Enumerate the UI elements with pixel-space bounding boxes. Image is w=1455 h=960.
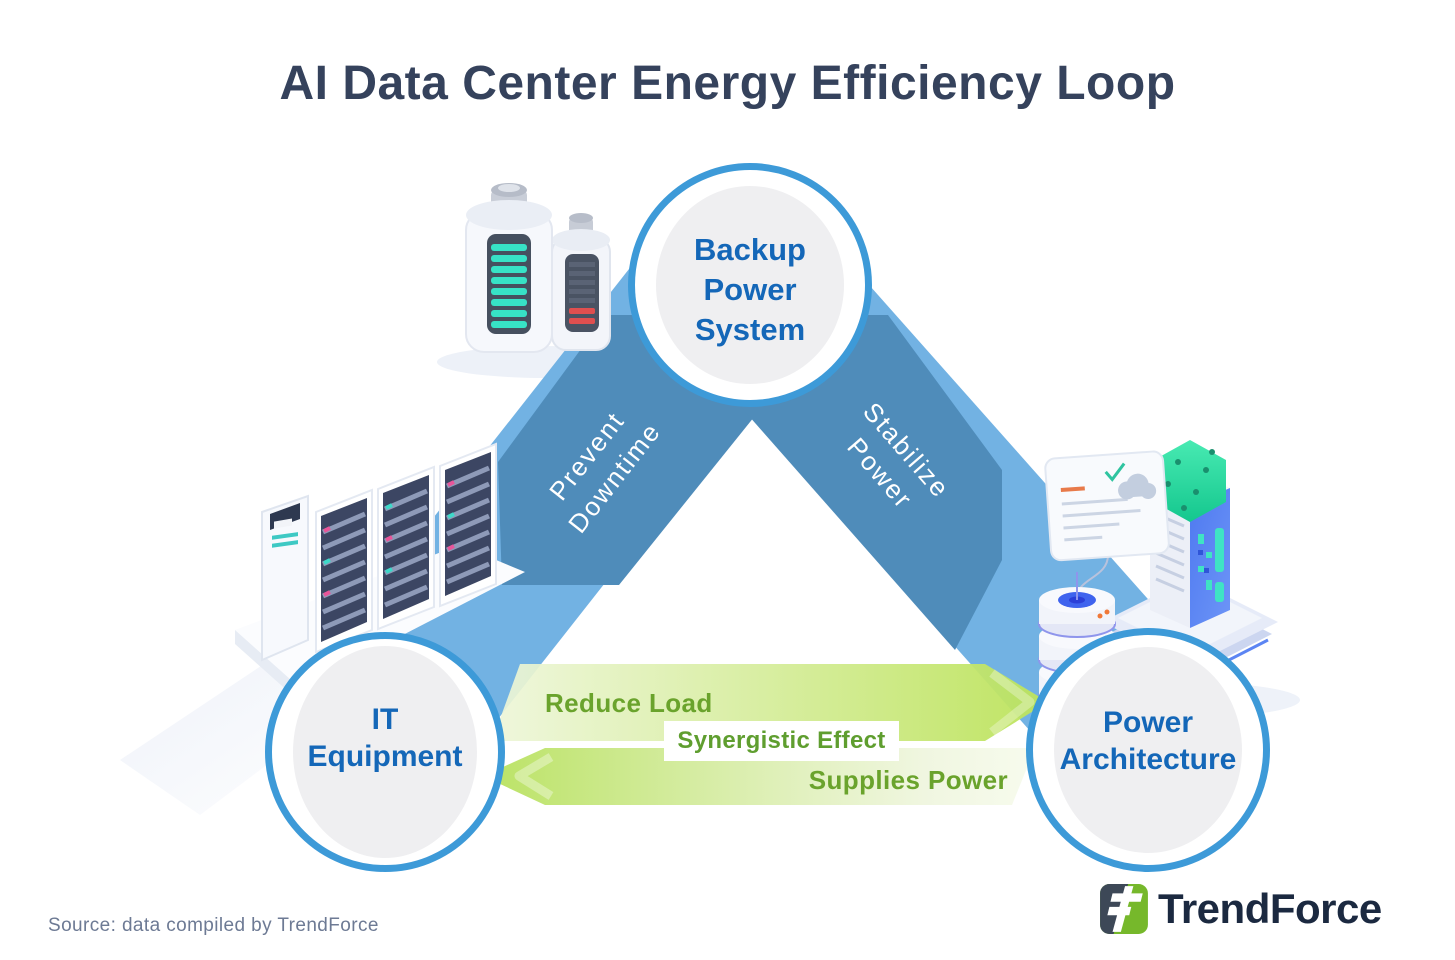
edge-supplies-power-label: Supplies Power bbox=[808, 765, 1008, 795]
node-it-line1: IT bbox=[371, 703, 399, 736]
source-note: Source: data compiled by TrendForce bbox=[48, 915, 379, 936]
trendforce-logo: TrendForce bbox=[1100, 884, 1382, 934]
data-cube-icon bbox=[1154, 440, 1226, 522]
battery-low-icon bbox=[551, 213, 611, 351]
node-power-line2: Architecture bbox=[1059, 743, 1237, 776]
cloud-icon bbox=[1118, 473, 1157, 500]
arrow-supplies-power bbox=[483, 748, 1035, 805]
trendforce-logo-icon bbox=[1100, 884, 1148, 934]
dashboard-card-icon bbox=[1044, 450, 1170, 562]
page-title: AI Data Center Energy Efficiency Loop bbox=[279, 57, 1176, 110]
battery-full-icon bbox=[465, 183, 553, 353]
server-rack-icon bbox=[235, 442, 525, 702]
battery-icons bbox=[465, 183, 611, 353]
node-backup-line1: Backup bbox=[694, 232, 806, 267]
trendforce-wordmark: TrendForce bbox=[1158, 885, 1382, 932]
node-backup-line2: Power bbox=[703, 272, 797, 307]
node-power-line1: Power bbox=[1102, 706, 1194, 739]
synergistic-effect-badge: Synergistic Effect bbox=[664, 721, 899, 761]
node-it-equipment: IT Equipment bbox=[265, 632, 505, 872]
node-power-architecture: Power Architecture bbox=[1026, 628, 1270, 872]
check-icon bbox=[1104, 462, 1126, 482]
edge-reduce-load-label: Reduce Load bbox=[545, 688, 713, 718]
arrow-reduce-load bbox=[492, 664, 1048, 741]
node-backup-line3: System bbox=[694, 312, 806, 347]
node-backup-power-system: Backup Power System bbox=[628, 163, 872, 407]
node-it-line2: Equipment bbox=[307, 740, 463, 773]
